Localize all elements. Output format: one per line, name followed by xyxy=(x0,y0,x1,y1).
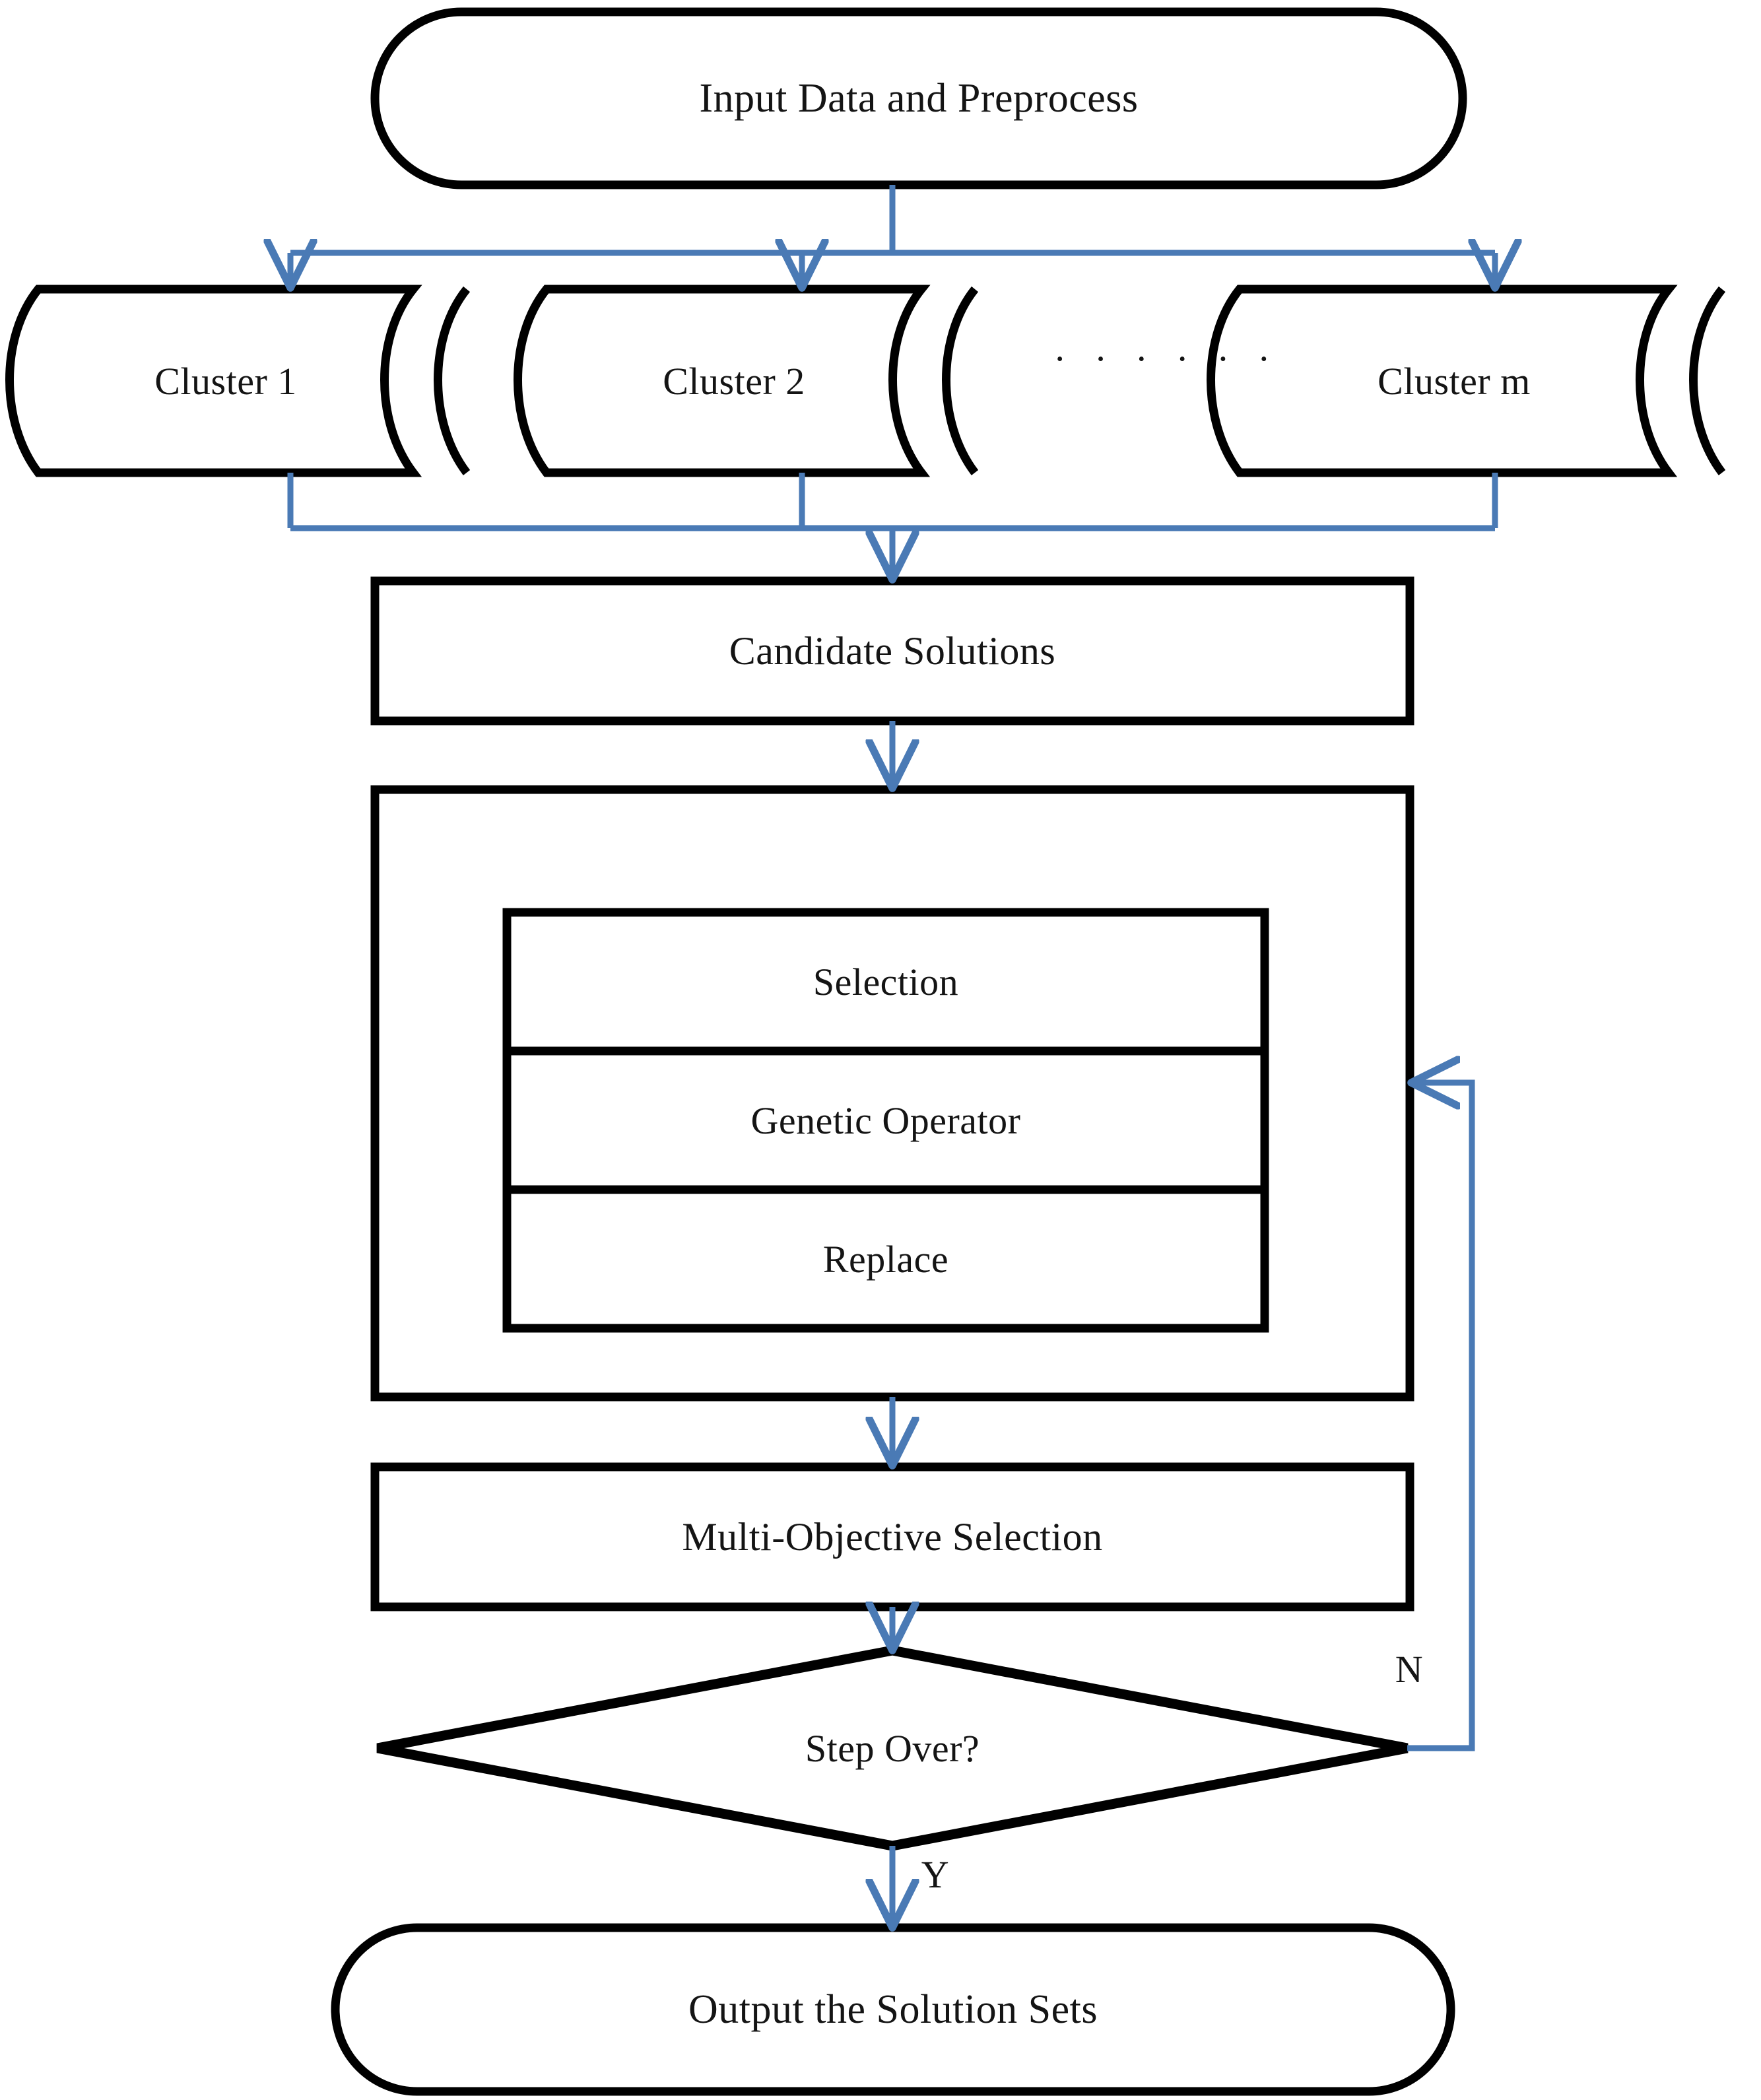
cluster-m-shadow-arc xyxy=(1689,286,1726,475)
start-terminal-node[interactable] xyxy=(375,12,1463,185)
operator-replace-node[interactable] xyxy=(507,1190,1265,1328)
operator-genetic-operator-node[interactable] xyxy=(507,1051,1265,1190)
operators-box-shape xyxy=(502,908,1269,1333)
multi-objective-selection-node[interactable] xyxy=(375,1467,1410,1607)
edge-decision-no-feedback xyxy=(1407,1083,1475,1751)
start-terminal-shape xyxy=(370,7,1467,189)
end-terminal-node[interactable] xyxy=(335,1928,1451,2091)
cluster-m-shape xyxy=(1207,285,1678,477)
multi-objective-selection-shape xyxy=(370,1462,1414,1611)
cluster-ellipsis: · · · · · · xyxy=(1053,337,1280,380)
operator-selection-node[interactable] xyxy=(507,912,1265,1051)
cluster-1-node[interactable] xyxy=(38,289,474,473)
cluster-1-shadow-arc xyxy=(434,286,471,475)
cluster-1-shape xyxy=(5,285,422,477)
cluster-m-node[interactable] xyxy=(1240,289,1729,473)
decision-node[interactable] xyxy=(628,1690,1156,1806)
cluster-2-node[interactable] xyxy=(547,289,982,473)
cluster-2-shape xyxy=(514,285,931,477)
candidate-solutions-node[interactable] xyxy=(375,581,1410,721)
cluster-2-shadow-arc xyxy=(942,286,979,475)
